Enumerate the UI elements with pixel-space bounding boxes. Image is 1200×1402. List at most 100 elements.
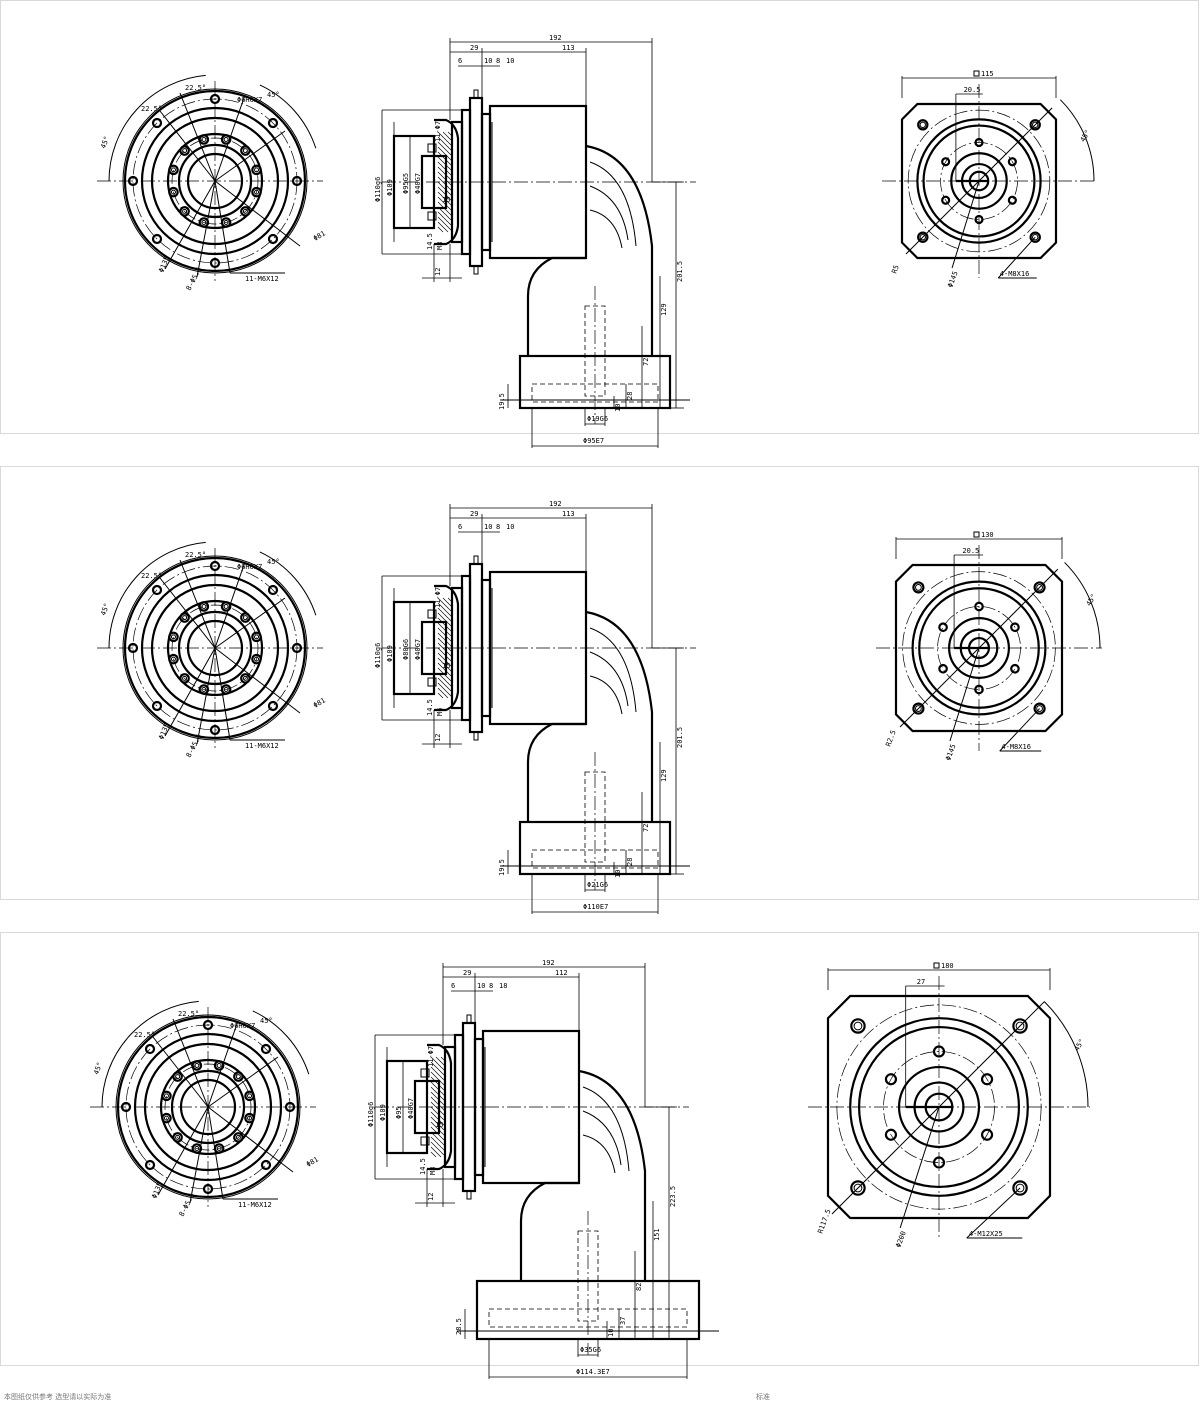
screw-label: 11-M6X12 <box>245 742 279 750</box>
elbow-outline <box>578 1069 647 1281</box>
square-symbol <box>973 531 980 538</box>
dim-label: 37 <box>619 1317 627 1325</box>
tapped-hole <box>182 675 188 681</box>
inner-bolt-hole <box>938 622 948 633</box>
dim-label: 129 <box>660 303 668 316</box>
leader-line <box>179 92 216 182</box>
clamp-screw <box>427 609 437 619</box>
hatch-line <box>442 131 453 142</box>
tapped-hole <box>223 603 229 609</box>
dim-label: 6 <box>451 982 455 990</box>
angle-arc <box>108 541 206 649</box>
flange-lug <box>466 1014 472 1024</box>
mounting-hole <box>144 1043 156 1055</box>
dim-label: 223.5 <box>669 1186 677 1207</box>
dim-label: 8 <box>496 523 500 531</box>
hatch-line <box>437 617 453 633</box>
flange-lug <box>473 555 479 565</box>
corner-bolt-hole <box>1032 234 1039 241</box>
hatch-line <box>430 1106 446 1122</box>
hatch-line <box>430 1126 446 1142</box>
angle-arc <box>252 1010 310 1075</box>
dim-label: 10 <box>614 404 622 412</box>
dim-label: Φ19G6 <box>587 415 608 423</box>
footer-note-right: 标准 <box>756 1393 770 1401</box>
inner-bolt-hole <box>884 1128 898 1141</box>
dim-label: M8 <box>429 1167 437 1175</box>
tapped-hole <box>242 615 248 621</box>
tapped-hole <box>251 186 262 198</box>
flange-lug <box>473 731 479 741</box>
tapped-hole <box>168 653 179 665</box>
dim-label: 10 <box>614 870 622 878</box>
hatch-line <box>437 221 449 233</box>
hatch-line <box>437 612 453 628</box>
dim-label: 29 <box>463 969 471 977</box>
hole-label: 8-Φ5.5 <box>185 266 204 292</box>
flange-pilot <box>849 1017 1029 1197</box>
leader-line <box>214 647 301 714</box>
tapped-hole <box>223 220 229 226</box>
corner-bolt-hole <box>1029 119 1041 131</box>
angle-label: 45° <box>92 1061 104 1076</box>
hatch-line <box>430 1116 446 1132</box>
dim-label: 11-Φ7 <box>434 587 442 608</box>
inner-bolt-hole <box>884 1073 898 1086</box>
leader-line <box>214 647 231 741</box>
tapped-hole <box>247 1093 253 1099</box>
pcd-label: Φ81 <box>312 696 327 709</box>
mounting-hole <box>151 584 163 596</box>
dim-label: 130 <box>981 531 994 539</box>
corner-bolt-hole <box>1029 231 1041 243</box>
leader-line <box>214 130 286 182</box>
mounting-hole <box>151 233 163 245</box>
leader-line <box>207 1020 239 1108</box>
dim-label: 129 <box>660 769 668 782</box>
dim-label: 15 <box>435 1121 443 1129</box>
leader-line <box>157 1106 209 1196</box>
dim-label: Φ200 <box>895 1230 908 1249</box>
tapped-hole <box>191 1060 203 1071</box>
hatch-line <box>437 211 453 227</box>
angle-label: 45° <box>267 91 280 99</box>
dim-label: 192 <box>549 500 562 508</box>
angle-label: 22.5° <box>178 1010 199 1018</box>
tapped-hole <box>179 206 190 217</box>
hatch-line <box>437 687 449 699</box>
tapped-hole <box>220 134 232 145</box>
tapped-hole <box>254 634 260 640</box>
leader-line <box>831 1106 940 1215</box>
tapped-hole <box>240 612 251 623</box>
angle-arc <box>101 1000 199 1108</box>
hatch-line <box>430 1066 446 1082</box>
leader-line <box>152 1036 209 1108</box>
hatch-line <box>437 156 453 172</box>
pcd-label: Φ81 <box>305 1155 320 1168</box>
leader-line <box>951 180 980 269</box>
angle-arc <box>259 84 317 149</box>
dim-label: Φ35G6 <box>580 1346 601 1354</box>
angle-label: 22.5° <box>185 84 206 92</box>
drawing-panel-2 <box>0 466 1199 900</box>
elbow-outline <box>585 610 654 822</box>
tapped-hole <box>254 656 260 662</box>
tapped-hole <box>254 189 260 195</box>
corner-bolt-hole <box>917 231 929 243</box>
tapped-hole <box>179 612 190 623</box>
clamp-screw <box>420 1136 430 1146</box>
hatch-line <box>430 1121 446 1137</box>
clamp-screw <box>427 677 437 687</box>
leader-line <box>214 180 301 247</box>
tapped-hole <box>201 136 207 142</box>
hatch-line <box>447 597 453 603</box>
hatch-line <box>437 166 453 182</box>
tapped-hole <box>240 206 251 217</box>
hatch-line <box>437 657 453 673</box>
tapped-hole <box>220 601 232 612</box>
leader-line <box>997 236 1036 279</box>
tapped-hole <box>223 136 229 142</box>
hatch-line <box>437 171 453 187</box>
